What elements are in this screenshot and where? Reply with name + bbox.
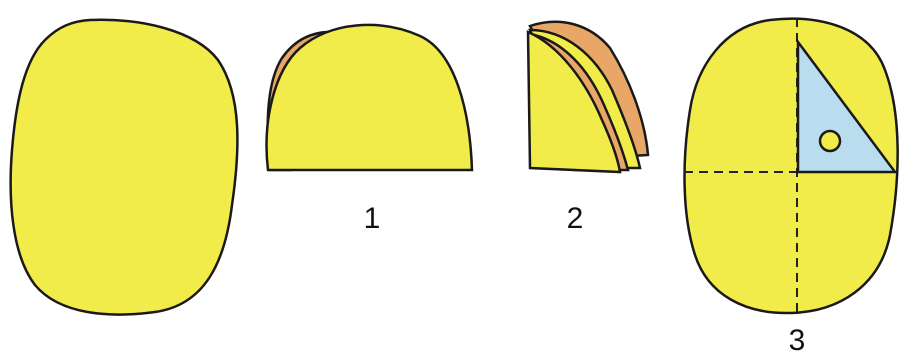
step-1-figure: 1: [267, 25, 472, 235]
step-3-label: 3: [789, 324, 806, 356]
step-2-figure: 2: [528, 22, 648, 235]
paper-original: [11, 20, 238, 315]
set-square-hole: [820, 131, 840, 151]
step-1-label: 1: [364, 202, 381, 235]
step-3-figure: 3: [684, 18, 898, 356]
step-2-label: 2: [567, 202, 584, 235]
paper-original-shape: [11, 20, 238, 315]
